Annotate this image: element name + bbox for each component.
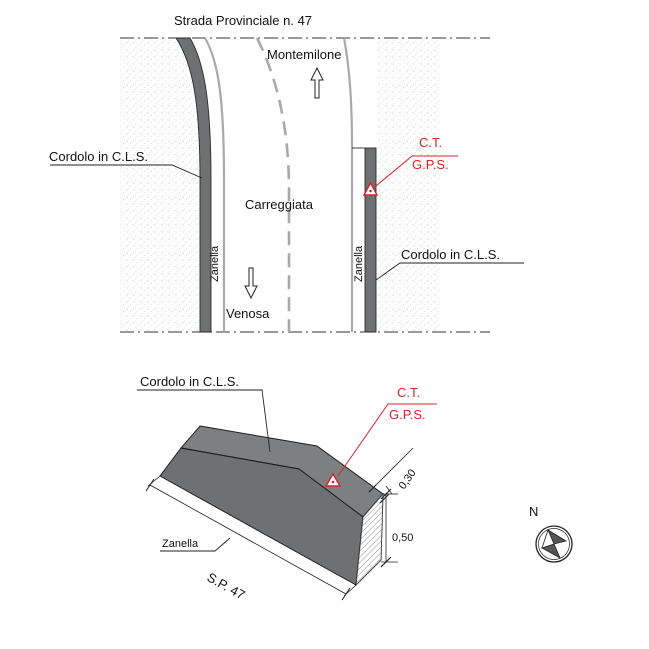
curb-left-label: Cordolo in C.L.S.	[49, 149, 148, 164]
curb-crease	[180, 447, 300, 470]
curb-right-label: Cordolo in C.L.S.	[401, 247, 500, 262]
left-gutter-line	[204, 37, 226, 332]
right-edge-line	[342, 37, 354, 332]
left-verge	[120, 38, 200, 332]
dim-top-line	[371, 447, 414, 490]
direction-south-label: Venosa	[226, 306, 270, 321]
gutter-right-label: Zanella	[353, 245, 365, 282]
detail-curb-leader	[137, 389, 271, 453]
road-label: S.P. 47	[205, 570, 248, 603]
road-dim-line	[149, 484, 347, 595]
carriageway-label: Carreggiata	[245, 197, 314, 212]
detail-curb-label: Cordolo in C.L.S.	[140, 374, 239, 389]
marker-type-label: G.P.S.	[412, 157, 449, 172]
gps-marker-icon	[362, 181, 379, 196]
detail-gutter-leader	[160, 537, 231, 552]
detail-gps-marker-icon	[324, 472, 342, 487]
direction-north-label: Montemilone	[267, 47, 341, 62]
north-arrow-icon	[310, 66, 324, 99]
detail-gutter-label: Zanella	[162, 538, 199, 550]
curb-left-leader	[50, 164, 203, 179]
marker-code-label: C.T.	[419, 135, 442, 150]
compass: N	[529, 504, 573, 563]
centre-line	[255, 37, 291, 332]
plan-view: Strada Provinciale n. 47 Montemilone Car…	[49, 13, 524, 333]
curb-detail: Cordolo in C.L.S. C.T. G.P.S. 0,30 0,50 …	[137, 374, 437, 602]
gutter-left-label: Zanella	[209, 245, 221, 282]
south-arrow-icon	[244, 267, 258, 300]
detail-marker-type: G.P.S.	[389, 407, 426, 422]
curb-end-section	[355, 492, 384, 587]
detail-gps-leader	[337, 403, 437, 477]
gps-leader-line	[375, 155, 458, 187]
dim-height-label: 0,50	[392, 532, 413, 544]
dim-top-label: 0,30	[397, 467, 419, 491]
right-curb	[364, 147, 377, 333]
compass-north-label: N	[529, 504, 538, 519]
curb-right-leader	[375, 262, 524, 281]
right-verge	[378, 38, 440, 332]
detail-marker-code: C.T.	[397, 385, 420, 400]
road-title: Strada Provinciale n. 47	[174, 13, 312, 28]
left-curb	[175, 37, 212, 333]
